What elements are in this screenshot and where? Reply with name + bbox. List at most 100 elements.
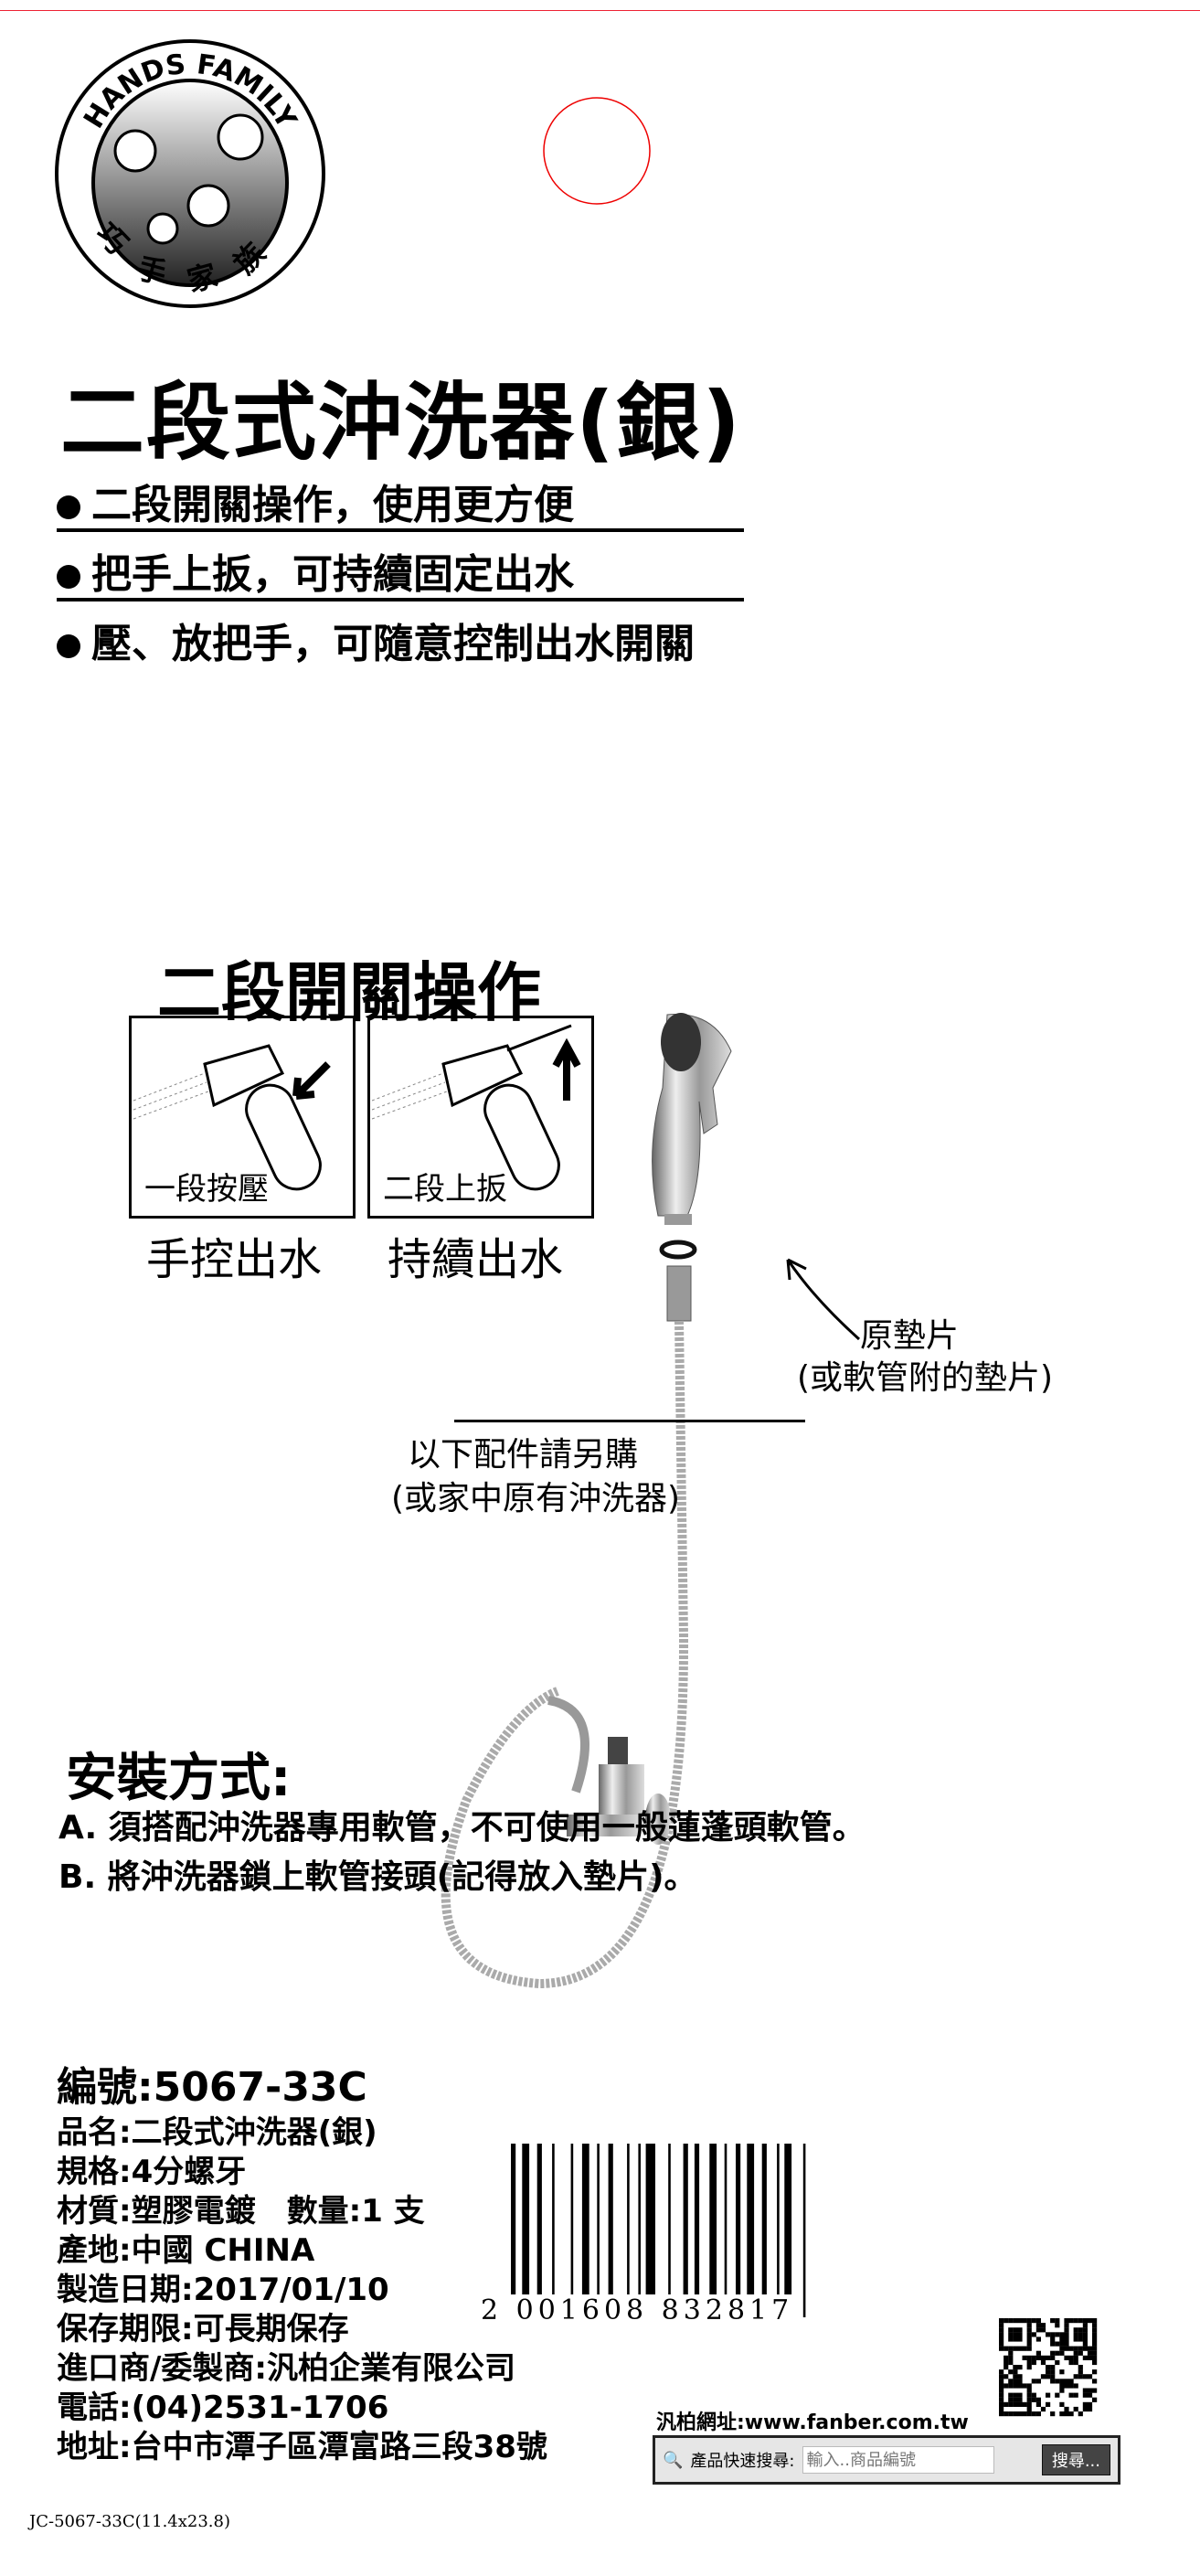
search-icon: 🔍 <box>663 2450 684 2470</box>
qr-module <box>1064 2318 1069 2324</box>
qr-module <box>1035 2323 1041 2328</box>
qr-module <box>1073 2406 1078 2412</box>
barcode-bar <box>777 2144 780 2294</box>
qr-module <box>1064 2336 1069 2342</box>
feature-text: 二段開關操作，使用更方便 <box>91 482 574 528</box>
qr-module <box>1046 2401 1051 2407</box>
qr-module <box>1013 2392 1018 2398</box>
qr-module <box>1008 2392 1014 2398</box>
qr-module <box>1013 2336 1018 2342</box>
qr-module <box>1017 2397 1023 2402</box>
qr-module <box>1031 2379 1036 2384</box>
qr-module <box>1026 2406 1032 2412</box>
mode-box-lift: 二段上扳 <box>367 1016 594 1219</box>
qr-module <box>1026 2318 1032 2324</box>
qr-module <box>1004 2318 1009 2324</box>
qr-module <box>1059 2379 1065 2384</box>
qr-module <box>999 2332 1004 2337</box>
feature-item: 把手上扳，可持續固定出水 <box>57 541 574 600</box>
qr-module <box>999 2323 1004 2328</box>
qr-module <box>1017 2332 1023 2337</box>
barcode-bar <box>761 2144 767 2294</box>
qr-module <box>1073 2392 1078 2398</box>
qr-module <box>1082 2323 1088 2328</box>
barcode-bar <box>597 2144 600 2294</box>
qr-module <box>1092 2369 1098 2375</box>
qr-module <box>1031 2411 1036 2417</box>
feature-text: 壓、放把手，可隨意控制出水開關 <box>91 621 695 667</box>
qr-module <box>1040 2327 1046 2333</box>
qr-module <box>1022 2346 1027 2351</box>
qr-module <box>999 2401 1004 2407</box>
qr-module <box>1050 2355 1056 2360</box>
qr-module <box>1073 2336 1078 2342</box>
qr-module <box>1046 2365 1051 2370</box>
qr-module <box>1087 2355 1093 2360</box>
search-input[interactable] <box>802 2446 994 2474</box>
qr-module <box>1046 2332 1051 2337</box>
qr-module <box>1073 2350 1078 2356</box>
qr-module <box>1008 2411 1014 2417</box>
washer-arrow-icon <box>786 1258 861 1341</box>
qr-module <box>1064 2383 1069 2389</box>
qr-module <box>999 2341 1004 2347</box>
qr-module <box>1022 2383 1027 2389</box>
mode-caption: 持續出水 <box>388 1234 564 1285</box>
importer: 進口商/委製商:汎柏企業有限公司 <box>57 2350 516 2387</box>
qr-module <box>1068 2392 1074 2398</box>
qr-module <box>1035 2350 1041 2356</box>
qr-module <box>1068 2355 1074 2360</box>
qr-module <box>1008 2346 1014 2351</box>
qr-module <box>1013 2397 1018 2402</box>
qr-module <box>999 2327 1004 2333</box>
qr-module <box>1013 2411 1018 2417</box>
search-label: 產品快速搜尋: <box>690 2452 795 2471</box>
qr-module <box>1050 2336 1056 2342</box>
qr-module <box>1087 2406 1093 2412</box>
barcode-bar <box>668 2144 671 2294</box>
qr-module <box>1008 2332 1014 2337</box>
barcode-bar <box>802 2144 806 2317</box>
qr-module <box>1092 2332 1098 2337</box>
website[interactable]: 汎柏網址:www.fanber.com.tw <box>656 2411 969 2434</box>
qr-module <box>1004 2401 1009 2407</box>
barcode-bar <box>536 2144 542 2294</box>
qr-module <box>1017 2336 1023 2342</box>
qr-module <box>1078 2350 1083 2356</box>
qr-module <box>1017 2379 1023 2384</box>
print-code: JC-5067-33C(11.4x23.8) <box>29 2512 230 2531</box>
qr-module <box>999 2397 1004 2402</box>
qr-module <box>1082 2332 1088 2337</box>
barcode-bar <box>694 2144 700 2294</box>
qr-module <box>1082 2374 1088 2379</box>
qr-module <box>1013 2327 1018 2333</box>
qr-module <box>1082 2401 1088 2407</box>
qr-module <box>1068 2383 1074 2389</box>
manufacture-date: 製造日期:2017/01/10 <box>57 2272 389 2308</box>
qr-module <box>1026 2332 1032 2337</box>
shower-and-hose-photo <box>441 1013 732 1989</box>
qr-module <box>1064 2411 1069 2417</box>
barcode-bar <box>608 2144 613 2294</box>
qr-module <box>1004 2374 1009 2379</box>
qr-module <box>1055 2379 1060 2384</box>
qr-module <box>1026 2388 1032 2393</box>
search-button[interactable]: 搜尋... <box>1041 2444 1110 2475</box>
qr-module <box>1035 2397 1041 2402</box>
qr-module <box>999 2411 1004 2417</box>
barcode-bar <box>724 2144 727 2294</box>
qr-module <box>999 2346 1004 2351</box>
qr-module <box>1008 2327 1014 2333</box>
qr-module <box>1026 2346 1032 2351</box>
product-spec: 規格:4分螺牙 <box>57 2154 247 2190</box>
qr-module <box>1059 2383 1065 2389</box>
qr-module <box>1050 2350 1056 2356</box>
qr-module <box>1040 2406 1046 2412</box>
qr-module <box>1087 2388 1093 2393</box>
qr-module <box>1092 2359 1098 2366</box>
mode-caption: 手控出水 <box>146 1234 323 1285</box>
qr-module <box>1031 2359 1036 2366</box>
qr-module <box>1078 2411 1083 2417</box>
qr-module <box>1050 2318 1056 2324</box>
qr-module <box>1082 2318 1088 2324</box>
